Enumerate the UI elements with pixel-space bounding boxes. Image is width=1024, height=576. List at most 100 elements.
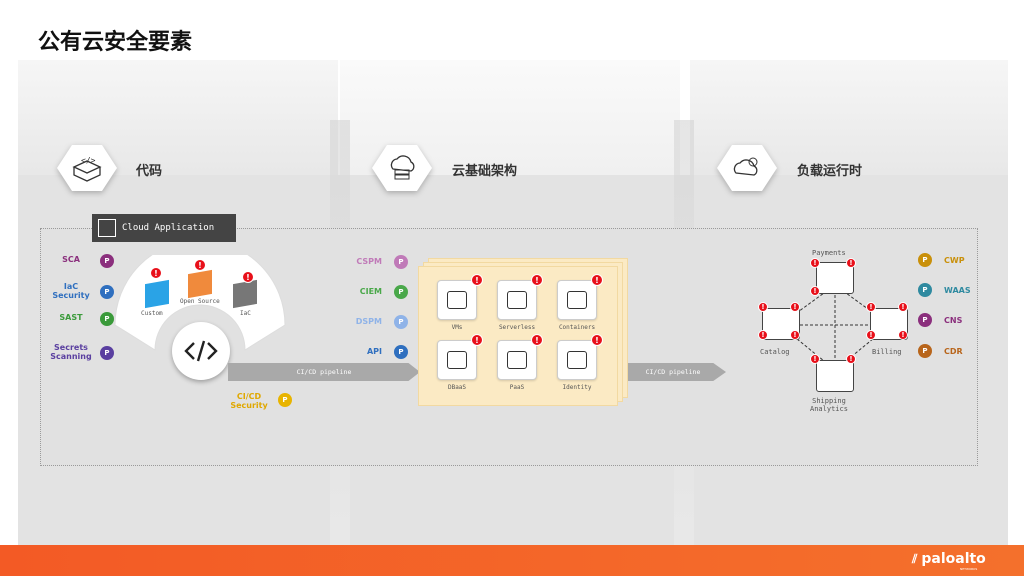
catalog-node: [762, 308, 800, 340]
workload-alert-9: !: [866, 330, 876, 340]
paloalto-logo: ⫽ paloalto: [912, 551, 986, 567]
infra-tile-alert-1: !: [531, 274, 543, 286]
infra-tile-alert-3: !: [471, 334, 483, 346]
infra-tile-label-2: Containers: [558, 324, 596, 331]
pipeline-arrow-1: CI/CD pipeline: [228, 363, 420, 381]
footer-bar: [0, 545, 1024, 576]
workload-alert-7: !: [758, 330, 768, 340]
paloalto-logo-icon: ⫽: [912, 551, 918, 566]
svg-text:</>: </>: [81, 156, 96, 165]
infra-tile-1: [497, 280, 537, 320]
label-iac: IaC: [240, 310, 251, 317]
code-box-icon: </>: [57, 145, 117, 191]
infra-tile-label-0: VMs: [451, 324, 463, 331]
infra-section-icon: [372, 145, 432, 191]
infra-tile-alert-2: !: [591, 274, 603, 286]
page-title: 公有云安全要素: [38, 30, 193, 55]
workload-alert-8: !: [790, 330, 800, 340]
workload-alert-3: !: [758, 302, 768, 312]
opensource-cube-icon: [188, 269, 212, 299]
runtime-label-0: CWP: [944, 256, 965, 265]
runtime-section-icon: [717, 145, 777, 191]
workload-alert-5: !: [866, 302, 876, 312]
paas-icon: [507, 351, 527, 369]
custom-cube-icon: [145, 279, 169, 309]
infra-tile-0: [437, 280, 477, 320]
code-circle: [172, 322, 230, 380]
brand-sub: NETWORKS: [960, 567, 978, 571]
catalog-label: Catalog: [760, 348, 790, 356]
section-label-infra: 云基础架构: [452, 164, 518, 179]
code-left-badge-2: P: [100, 312, 114, 326]
brand-name: paloalto: [921, 551, 986, 567]
infra-tile-alert-0: !: [471, 274, 483, 286]
runtime-badge-1: P: [918, 283, 932, 297]
infra-tile-label-1: Serverless: [498, 324, 536, 331]
infra-tile-5: [557, 340, 597, 380]
code-section-icon: </>: [57, 145, 117, 191]
runtime-label-1: WAAS: [944, 286, 971, 295]
label-custom: Custom: [141, 310, 163, 317]
serverless-icon: [507, 291, 527, 309]
database-icon: [447, 351, 467, 369]
alert-iac: !: [242, 271, 254, 283]
code-left-label-0: SCA: [62, 255, 80, 264]
workload-alert-1: !: [846, 258, 856, 268]
cicd-security-badge: P: [278, 393, 292, 407]
cicd-security-label: CI/CD Security: [230, 392, 268, 410]
cloud-server-icon: [372, 145, 432, 191]
section-label-runtime: 负载运行时: [797, 164, 863, 179]
infra-tile-label-4: PaaS: [509, 384, 525, 391]
section-label-code: 代码: [136, 164, 163, 179]
code-left-badge-1: P: [100, 285, 114, 299]
workload-alert-6: !: [898, 302, 908, 312]
containers-icon: [567, 291, 587, 309]
infra-tile-4: [497, 340, 537, 380]
billing-label: Billing: [872, 348, 902, 356]
infra-left-label-0: CSPM: [356, 257, 382, 266]
label-open-source: Open Source: [180, 298, 220, 305]
workload-alert-11: !: [810, 354, 820, 364]
pipeline-1-label: CI/CD pipeline: [296, 368, 352, 376]
code-left-label-3: Secrets Scanning: [50, 343, 92, 361]
workload-alert-10: !: [898, 330, 908, 340]
pipeline-arrow-2: CI/CD pipeline: [620, 363, 726, 381]
workload-alert-0: !: [810, 258, 820, 268]
infra-tile-alert-4: !: [531, 334, 543, 346]
code-left-badge-0: P: [100, 254, 114, 268]
workload-alert-2: !: [810, 286, 820, 296]
infra-left-badge-0: P: [394, 255, 408, 269]
vm-icon: [447, 291, 467, 309]
code-left-label-1: IaC Security: [52, 282, 90, 300]
infra-tile-3: [437, 340, 477, 380]
infra-tile-alert-5: !: [591, 334, 603, 346]
shipping-analytics-label: Shipping Analytics: [810, 397, 848, 413]
runtime-badge-3: P: [918, 344, 932, 358]
iac-cube-icon: [233, 279, 257, 309]
code-left-label-2: SAST: [59, 313, 83, 322]
alert-opensource: !: [194, 259, 206, 271]
shipping-node: [816, 360, 854, 392]
code-left-badge-3: P: [100, 346, 114, 360]
payments-label: Payments: [812, 249, 846, 257]
runtime-label-2: CNS: [944, 316, 963, 325]
infra-tile-label-5: Identity: [562, 384, 592, 391]
infra-left-badge-3: P: [394, 345, 408, 359]
infra-tile-label-3: DBaaS: [447, 384, 467, 391]
cloud-application-header: Cloud Application: [92, 214, 236, 242]
runtime-label-3: CDR: [944, 347, 963, 356]
code-brackets-icon: [184, 340, 218, 362]
infra-left-label-1: CIEM: [359, 287, 382, 296]
cloud-application-label: Cloud Application: [122, 223, 215, 233]
cloud-gear-icon: [717, 145, 777, 191]
infra-left-badge-2: P: [394, 315, 408, 329]
alert-custom: !: [150, 267, 162, 279]
pipeline-2-label: CI/CD pipeline: [645, 368, 701, 376]
app-window-icon: [98, 219, 116, 237]
runtime-badge-2: P: [918, 313, 932, 327]
infra-left-label-3: API: [366, 347, 382, 356]
identity-icon: [567, 351, 587, 369]
workload-alert-12: !: [846, 354, 856, 364]
infra-left-badge-1: P: [394, 285, 408, 299]
infra-tile-2: [557, 280, 597, 320]
